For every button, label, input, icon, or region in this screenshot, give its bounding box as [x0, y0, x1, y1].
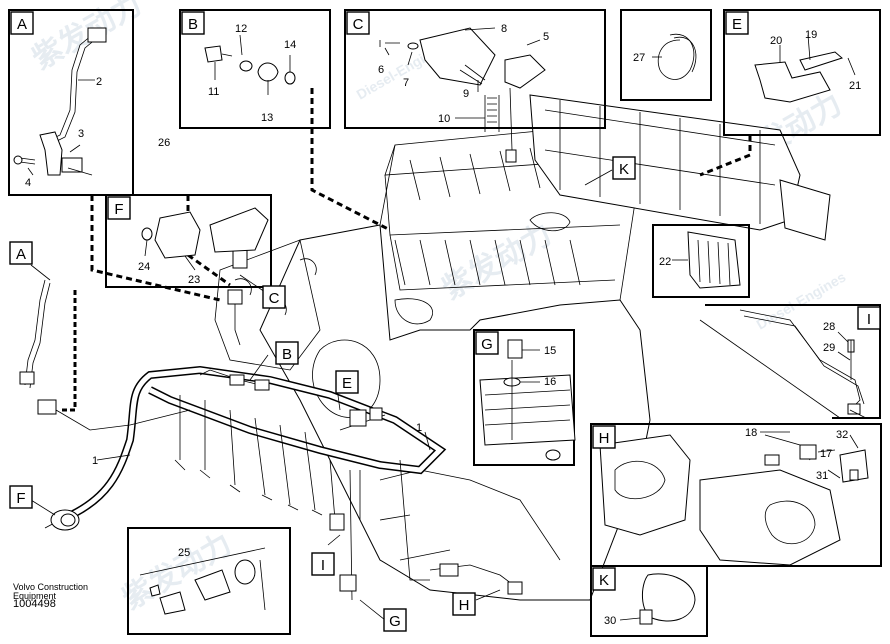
callout-32: 32 [836, 429, 848, 441]
callout-16: 16 [544, 376, 556, 388]
tag-label-b: B [188, 16, 198, 33]
detail-box-27 [620, 9, 712, 101]
caption-line1: Volvo Construction [13, 582, 89, 592]
caption-line2: Equipment [13, 591, 57, 601]
detail-box-25 [127, 527, 291, 635]
callout-2: 2 [96, 76, 102, 88]
main-tag-b: B [282, 346, 292, 363]
callout-15: 15 [544, 345, 556, 357]
main-tag-f: F [16, 490, 25, 507]
callout-9: 9 [463, 88, 469, 100]
callout-11: 11 [208, 86, 219, 98]
svg-text:紫发动力: 紫发动力 [27, 0, 147, 76]
detail-box-i [705, 304, 881, 419]
callout-5: 5 [543, 31, 549, 43]
detail-tags: A B C E F G H I K A C B E F I G H [9, 11, 881, 632]
callout-28: 28 [823, 321, 835, 333]
main-tag-i: I [321, 557, 325, 574]
tag-label-i: I [867, 311, 871, 328]
detail-box-f [105, 194, 272, 288]
main-tag-k: K [619, 161, 629, 178]
callout-4: 4 [25, 177, 31, 189]
detail-i-cable [739, 309, 865, 415]
detail-box-b [179, 9, 331, 129]
tag-label-f: F [114, 201, 123, 218]
document-number: 1004498 [13, 598, 56, 610]
callout-8: 8 [501, 23, 507, 35]
tag-leaders [30, 169, 867, 621]
tag-label-h: H [599, 430, 610, 447]
callout-14: 14 [284, 39, 296, 51]
callout-27: 27 [633, 52, 645, 64]
callout-24: 24 [138, 261, 150, 273]
main-tag-c: C [269, 290, 280, 307]
main-tag-g: G [389, 613, 401, 630]
detail-box-h [590, 423, 882, 567]
detail-box-g [473, 329, 576, 466]
detail-box-e [723, 9, 881, 136]
callout-1-right: 1 [416, 422, 422, 434]
callout-3: 3 [78, 128, 84, 140]
callout-6: 6 [378, 64, 384, 76]
callout-21: 21 [849, 80, 861, 92]
callout-26: 26 [158, 137, 170, 149]
callout-12: 12 [235, 23, 247, 35]
detail-box-a [8, 9, 134, 196]
detail-box-c [344, 9, 606, 163]
tag-label-e: E [732, 16, 742, 33]
callout-29: 29 [823, 342, 835, 354]
callout-13: 13 [261, 112, 273, 124]
wiring-harness [44, 249, 523, 601]
tag-label-c: C [353, 16, 364, 33]
callout-7: 7 [403, 77, 409, 89]
callout-19: 19 [805, 29, 817, 41]
svg-text:紫发动力: 紫发动力 [437, 217, 557, 306]
detail-box-22 [652, 224, 750, 298]
callout-20: 20 [770, 35, 782, 47]
callout-18: 18 [745, 427, 757, 439]
callout-1-left: 1 [92, 455, 98, 467]
callout-22: 22 [659, 256, 671, 268]
callout-23: 23 [188, 274, 200, 286]
main-tag-h: H [459, 597, 470, 614]
callout-10: 10 [438, 113, 450, 125]
main-tag-a: A [16, 246, 26, 263]
tag-label-a: A [17, 16, 27, 33]
callout-25: 25 [178, 547, 190, 559]
sensor-a-loose [19, 279, 191, 431]
main-tag-e: E [342, 375, 352, 392]
tag-label-g: G [481, 336, 493, 353]
engine-block [214, 124, 651, 601]
callout-31: 31 [816, 470, 828, 482]
callout-30: 30 [604, 615, 616, 627]
callout-numbers: 2 3 4 12 14 11 13 8 5 6 7 9 10 27 20 19 … [25, 23, 861, 627]
callout-17: 17 [820, 448, 832, 460]
tag-label-k: K [599, 572, 609, 589]
